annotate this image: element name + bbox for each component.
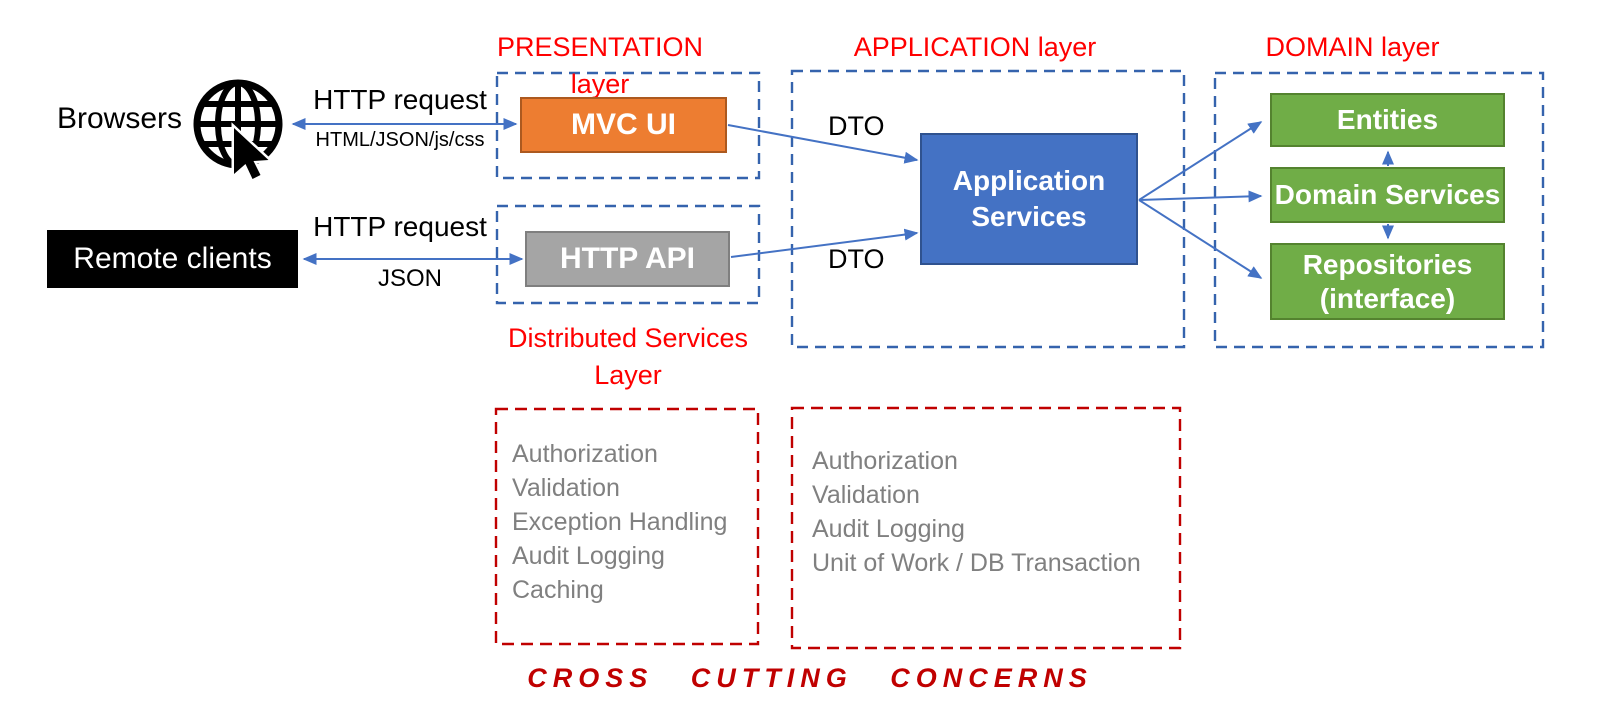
entities-box: Entities (1270, 93, 1505, 147)
repositories-label: Repositories (interface) (1302, 248, 1473, 314)
domain-services-box: Domain Services (1270, 167, 1505, 223)
entities-label: Entities (1336, 104, 1439, 135)
arrow-api-appservices (730, 228, 919, 258)
list-item: Validation (512, 474, 620, 502)
remote-arrow-bottom-label: JSON (377, 265, 442, 292)
list-item: Audit Logging (812, 515, 965, 543)
cross-cutting-left-dashed-box (494, 407, 760, 646)
browsers-label: Browsers (57, 102, 183, 135)
remote-clients-box: Remote clients (47, 230, 298, 288)
arrow-appservices-repositories (1138, 199, 1263, 279)
presentation-layer-title: PRESENTATION layer (496, 32, 704, 99)
application-layer-dashed-box (790, 69, 1186, 349)
mvc-ui-box: MVC UI (520, 97, 727, 153)
remote-arrow-top-label: HTTP request (313, 211, 487, 242)
api-dto-label: DTO (828, 244, 885, 274)
globe-icon (193, 79, 283, 183)
list-item: Exception Handling (512, 508, 728, 536)
mvc-ui-label: MVC UI (571, 108, 676, 141)
list-item: Validation (812, 481, 920, 509)
arrow-mvc-appservices (727, 124, 919, 164)
cross-cutting-concerns-title: CROSS CUTTING CONCERNS (527, 663, 1093, 693)
arrow-appservices-domainservices (1138, 190, 1263, 203)
application-layer-title: APPLICATION layer (853, 32, 1097, 62)
application-services-box: Application Services (920, 133, 1138, 265)
domain-services-label: Domain Services (1274, 179, 1501, 210)
remote-clients-label: Remote clients (73, 242, 272, 275)
application-services-label: Application Services (952, 165, 1106, 232)
repositories-box: Repositories (interface) (1270, 243, 1505, 320)
cross-cutting-right-list: Authorization Validation Audit Logging U… (812, 444, 1141, 580)
cursor-icon (231, 122, 275, 183)
list-item: Authorization (812, 447, 958, 475)
browser-arrow-bottom-label: HTML/JSON/js/css (315, 129, 485, 151)
mvc-dto-label: DTO (828, 111, 885, 141)
list-item: Audit Logging (512, 542, 665, 570)
http-api-label: HTTP API (559, 242, 695, 275)
list-item: Authorization (512, 440, 658, 468)
cross-cutting-left-list: Authorization Validation Exception Handl… (512, 437, 727, 607)
http-api-box: HTTP API (525, 231, 730, 287)
presentation-layer-dashed-box (495, 71, 761, 180)
cross-cutting-right-dashed-box (790, 406, 1182, 650)
list-item: Caching (512, 576, 604, 604)
list-item: Unit of Work / DB Transaction (812, 549, 1141, 577)
domain-layer-title: DOMAIN layer (1265, 32, 1440, 62)
domain-layer-dashed-box (1213, 71, 1545, 349)
arrow-appservices-entities (1138, 121, 1263, 201)
browser-arrow-top-label: HTTP request (313, 84, 487, 115)
distributed-services-layer-title: Distributed Services Layer (507, 323, 749, 390)
